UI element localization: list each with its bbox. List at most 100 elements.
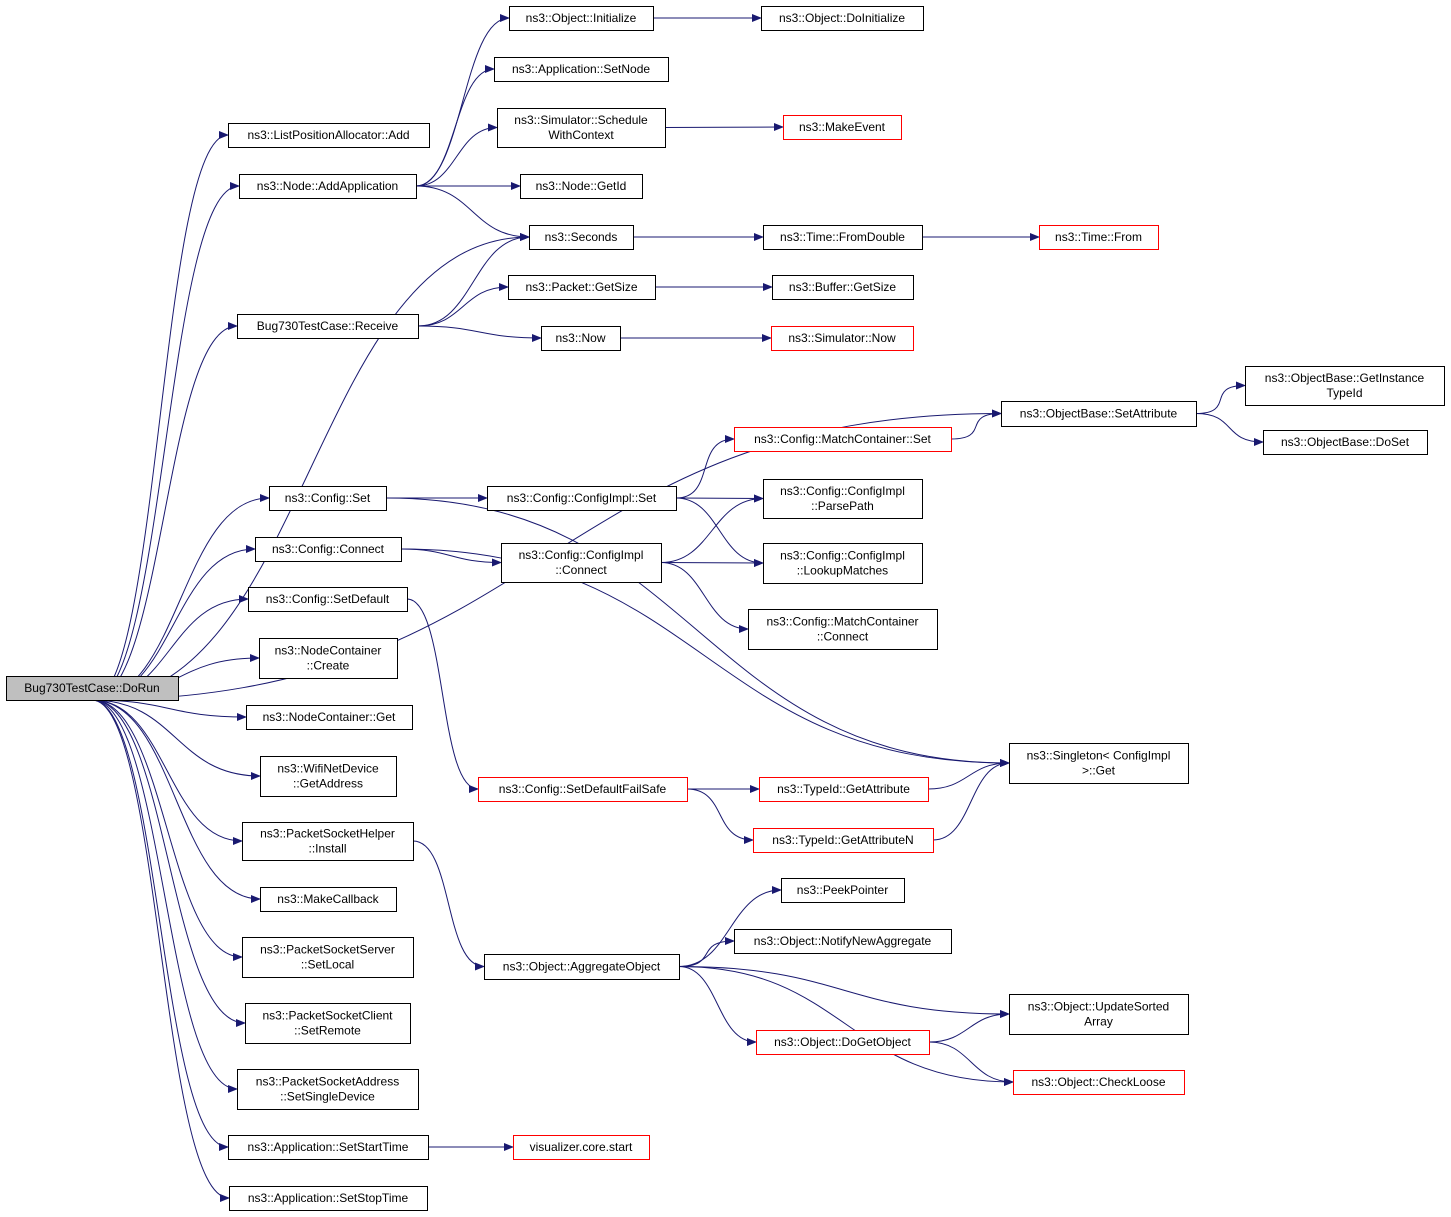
node-nc-create[interactable]: ns3::NodeContainer::Create xyxy=(259,638,398,679)
node-vis-start[interactable]: visualizer.core.start xyxy=(513,1135,650,1160)
node-config-set[interactable]: ns3::Config::Set xyxy=(269,486,387,511)
node-config-set-label-1: ns3::Config::Set xyxy=(285,491,371,505)
node-obj-checkloose[interactable]: ns3::Object::CheckLoose xyxy=(1013,1070,1185,1095)
node-nc-get[interactable]: ns3::NodeContainer::Get xyxy=(246,705,413,730)
node-time-from-box xyxy=(1039,225,1159,250)
node-app-setstop-box xyxy=(229,1186,428,1211)
edge-root-to-psa-setsingle xyxy=(91,699,238,1093)
nodes-layer: Bug730TestCase::DoRun ns3::ListPositionAl… xyxy=(6,6,1445,1211)
node-psh-install[interactable]: ns3::PacketSocketHelper::Install xyxy=(242,822,414,861)
node-ci-set[interactable]: ns3::Config::ConfigImpl::Set xyxy=(487,486,677,511)
node-make-callback[interactable]: ns3::MakeCallback xyxy=(260,887,397,912)
node-ob-setattr[interactable]: ns3::ObjectBase::SetAttribute xyxy=(1001,401,1197,427)
edge-root-to-seconds xyxy=(91,233,530,701)
node-typeid-getattrn-label-1: ns3::TypeId::GetAttributeN xyxy=(772,833,913,847)
node-now[interactable]: ns3::Now xyxy=(541,326,621,351)
node-time-from-label-1: ns3::Time::From xyxy=(1055,230,1142,244)
node-ob-doset-label-1: ns3::ObjectBase::DoSet xyxy=(1281,435,1410,449)
edge-bug-receive-to-seconds xyxy=(417,233,530,327)
node-node-addapp-box xyxy=(239,174,417,199)
node-bug-receive-box xyxy=(237,314,419,339)
node-ob-doset[interactable]: ns3::ObjectBase::DoSet xyxy=(1263,430,1428,455)
node-mc-set-label-1: ns3::Config::MatchContainer::Set xyxy=(754,432,931,446)
edge-root-to-wifi-getaddr xyxy=(91,699,261,780)
node-ci-lookup-label-1: ns3::Config::ConfigImpl xyxy=(780,549,905,563)
node-psh-install-label-2: ::Install xyxy=(308,842,346,856)
node-mc-connect[interactable]: ns3::Config::MatchContainer::Connect xyxy=(748,609,938,650)
node-psc-setremote[interactable]: ns3::PacketSocketClient::SetRemote xyxy=(245,1003,411,1044)
node-ci-parsepath-label-2: ::ParsePath xyxy=(811,499,874,513)
node-obj-dogetobject[interactable]: ns3::Object::DoGetObject xyxy=(756,1030,930,1055)
node-setdefault-fs[interactable]: ns3::Config::SetDefaultFailSafe xyxy=(478,777,688,802)
node-make-event[interactable]: ns3::MakeEvent xyxy=(783,115,902,140)
node-obj-doinit-box xyxy=(761,6,924,31)
node-packet-getsize[interactable]: ns3::Packet::GetSize xyxy=(508,275,656,300)
node-config-setdefault[interactable]: ns3::Config::SetDefault xyxy=(248,587,408,612)
node-psa-setsingle[interactable]: ns3::PacketSocketAddress::SetSingleDevic… xyxy=(237,1069,419,1110)
node-typeid-getattr[interactable]: ns3::TypeId::GetAttribute xyxy=(759,777,929,802)
node-packet-getsize-box xyxy=(508,275,656,300)
node-root[interactable]: Bug730TestCase::DoRun xyxy=(6,676,179,701)
node-make-callback-label-1: ns3::MakeCallback xyxy=(277,892,379,906)
node-nc-create-label-1: ns3::NodeContainer xyxy=(275,644,382,658)
node-app-setstart[interactable]: ns3::Application::SetStartTime xyxy=(228,1135,429,1160)
node-ob-getinst-box xyxy=(1245,366,1445,406)
node-ob-setattr-label-1: ns3::ObjectBase::SetAttribute xyxy=(1020,407,1178,421)
node-wifi-getaddr-box xyxy=(260,756,397,797)
node-obj-aggregate[interactable]: ns3::Object::AggregateObject xyxy=(484,954,680,980)
node-app-setnode[interactable]: ns3::Application::SetNode xyxy=(494,57,669,82)
node-mc-connect-label-1: ns3::Config::MatchContainer xyxy=(766,615,918,629)
node-sim-now[interactable]: ns3::Simulator::Now xyxy=(771,326,914,351)
node-setdefault-fs-box xyxy=(478,777,688,802)
node-time-from[interactable]: ns3::Time::From xyxy=(1039,225,1159,250)
edge-obj-aggregate-to-obj-notify xyxy=(678,937,735,967)
node-ci-connect[interactable]: ns3::Config::ConfigImpl::Connect xyxy=(501,543,662,583)
node-packet-getsize-label-1: ns3::Packet::GetSize xyxy=(525,280,637,294)
node-typeid-getattrn[interactable]: ns3::TypeId::GetAttributeN xyxy=(753,828,934,853)
node-ci-set-label-1: ns3::Config::ConfigImpl::Set xyxy=(507,491,657,505)
node-config-connect[interactable]: ns3::Config::Connect xyxy=(255,537,402,562)
node-seconds[interactable]: ns3::Seconds xyxy=(529,225,634,250)
node-ci-connect-box xyxy=(501,543,662,583)
node-obj-notify[interactable]: ns3::Object::NotifyNewAggregate xyxy=(734,929,952,954)
edge-ci-set-to-ci-parsepath xyxy=(675,494,764,503)
node-seconds-label-1: ns3::Seconds xyxy=(545,230,618,244)
node-bug-receive[interactable]: Bug730TestCase::Receive xyxy=(237,314,419,339)
node-obj-doinit[interactable]: ns3::Object::DoInitialize xyxy=(761,6,924,31)
node-wifi-getaddr-label-1: ns3::WifiNetDevice xyxy=(277,762,379,776)
node-make-callback-box xyxy=(260,887,397,912)
node-node-addapp[interactable]: ns3::Node::AddApplication xyxy=(239,174,417,199)
node-buffer-getsize-label-1: ns3::Buffer::GetSize xyxy=(789,280,896,294)
edge-mc-set-to-ob-setattr xyxy=(950,409,1002,440)
edge-psh-install-to-obj-aggregate xyxy=(412,840,485,971)
edge-ci-set-to-ci-lookup xyxy=(675,497,764,567)
edge-obj-dogetobject-to-obj-checkloose xyxy=(928,1041,1014,1086)
edge-config-setdefault-to-setdefault-fs xyxy=(406,598,479,793)
node-typeid-getattrn-box xyxy=(753,828,934,853)
node-obj-init[interactable]: ns3::Object::Initialize xyxy=(509,6,654,31)
node-ci-parsepath[interactable]: ns3::Config::ConfigImpl::ParsePath xyxy=(763,479,923,519)
edge-obj-aggregate-to-obj-updatesorted xyxy=(678,966,1010,1018)
node-node-getid[interactable]: ns3::Node::GetId xyxy=(520,174,643,199)
node-time-fromdouble[interactable]: ns3::Time::FromDouble xyxy=(763,225,923,250)
node-config-connect-label-1: ns3::Config::Connect xyxy=(272,542,385,556)
node-app-setnode-box xyxy=(494,57,669,82)
node-obj-checkloose-label-1: ns3::Object::CheckLoose xyxy=(1031,1075,1165,1089)
node-pss-setlocal[interactable]: ns3::PacketSocketServer::SetLocal xyxy=(242,937,414,978)
node-setdefault-fs-label-1: ns3::Config::SetDefaultFailSafe xyxy=(499,782,667,796)
node-mc-set[interactable]: ns3::Config::MatchContainer::Set xyxy=(734,427,952,452)
node-buffer-getsize[interactable]: ns3::Buffer::GetSize xyxy=(772,275,914,300)
node-obj-dogetobject-box xyxy=(756,1030,930,1055)
node-list-add[interactable]: ns3::ListPositionAllocator::Add xyxy=(228,123,430,148)
node-sim-schedule-label-2: WithContext xyxy=(548,128,614,142)
node-wifi-getaddr[interactable]: ns3::WifiNetDevice::GetAddress xyxy=(260,756,397,797)
node-typeid-getattr-box xyxy=(759,777,929,802)
node-ci-lookup[interactable]: ns3::Config::ConfigImpl::LookupMatches xyxy=(763,543,923,584)
node-app-setstop[interactable]: ns3::Application::SetStopTime xyxy=(229,1186,428,1211)
node-peek-pointer[interactable]: ns3::PeekPointer xyxy=(781,878,905,903)
node-obj-init-box xyxy=(509,6,654,31)
node-singleton-get[interactable]: ns3::Singleton< ConfigImpl >::Get xyxy=(1009,743,1189,784)
